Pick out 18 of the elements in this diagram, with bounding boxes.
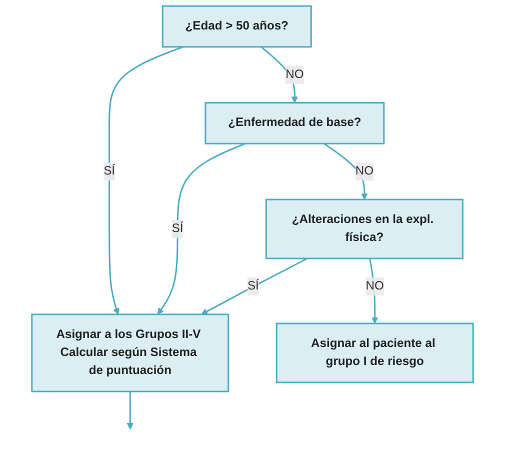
arrow bbox=[369, 258, 378, 324]
node-box: Asignar a los Grupos II-V Calcular según Sistema de puntuación bbox=[31, 314, 230, 392]
node-box: Asignar al paciente al grupo I de riesgo bbox=[276, 322, 474, 384]
edge-label: SÍ bbox=[104, 164, 116, 178]
edge-label: SÍ bbox=[247, 280, 259, 292]
node-box: ¿Alteraciones en la expl. física? bbox=[265, 198, 464, 260]
arrow bbox=[126, 392, 134, 430]
node-box: ¿Enfermedad de base? bbox=[204, 102, 385, 144]
arrow bbox=[108, 46, 184, 315]
node-box: ¿Edad > 50 años? bbox=[162, 5, 312, 48]
edge-label: SÍ bbox=[172, 222, 184, 236]
edge-label: NO bbox=[366, 280, 384, 292]
arrow bbox=[324, 142, 368, 200]
edge-label: NO bbox=[286, 68, 304, 81]
edge-label: NO bbox=[355, 164, 374, 178]
arrow bbox=[260, 46, 298, 104]
arrow bbox=[157, 142, 246, 315]
arrow bbox=[201, 258, 308, 315]
